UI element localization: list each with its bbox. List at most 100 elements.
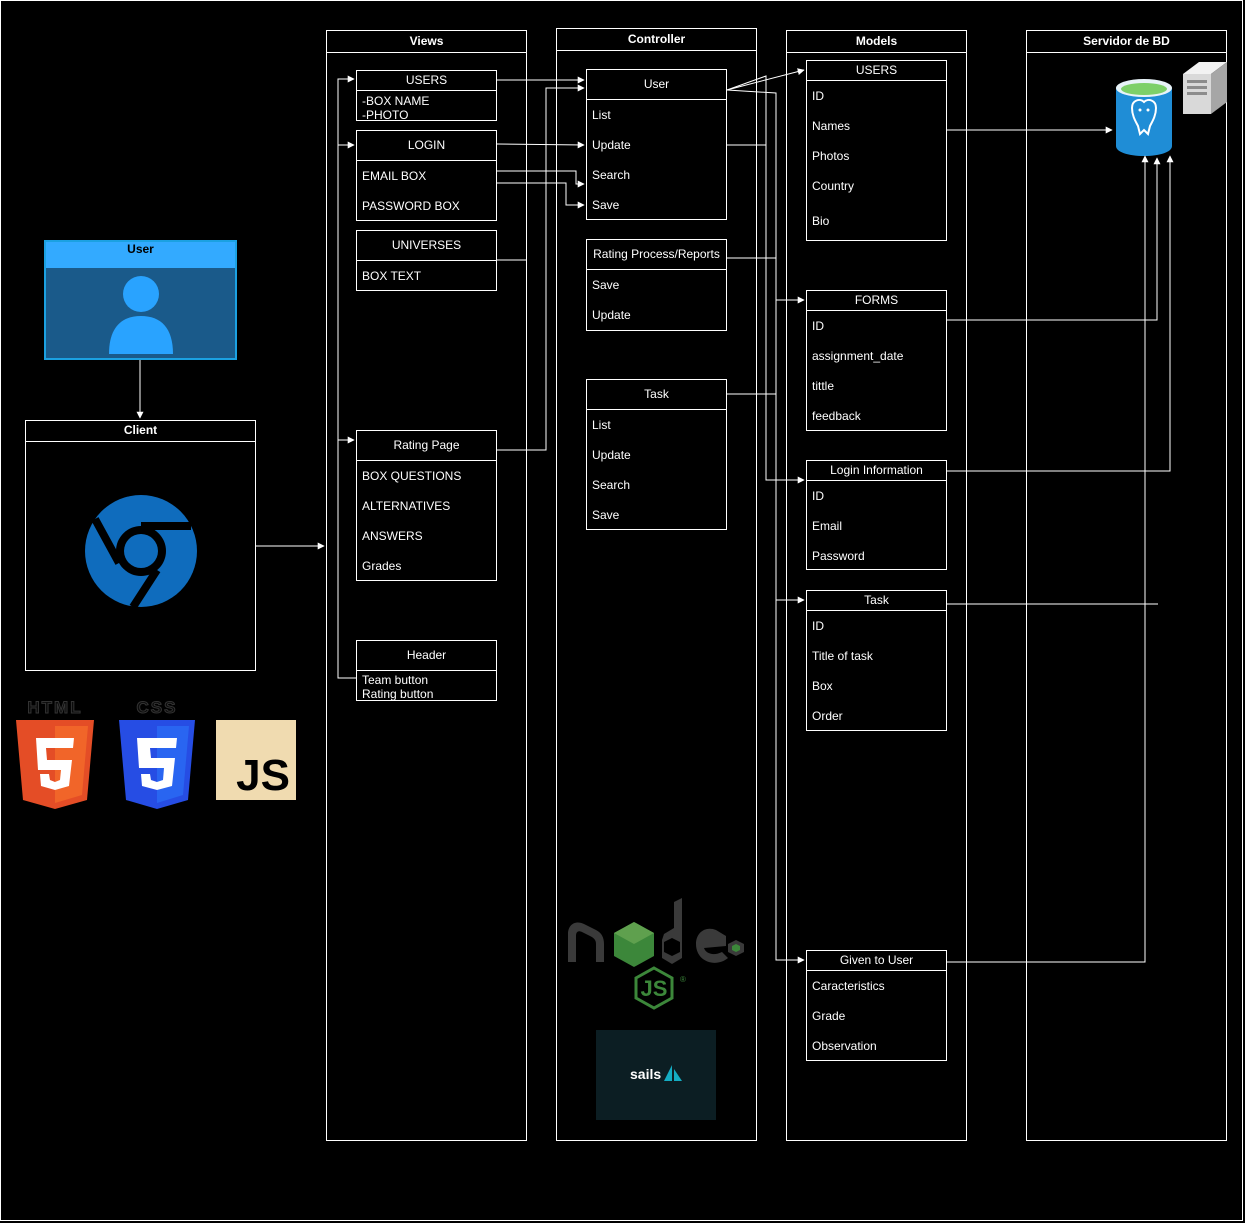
controller-rating-row: Update [592,308,631,322]
view-rating-page-row: ALTERNATIVES [362,499,451,513]
model-forms-row: ID [812,319,824,333]
html-logo-text: HTML [27,698,83,718]
controller-task: Task List Update Search Save [586,379,727,530]
svg-text:JS: JS [641,976,668,1001]
model-users-row: Country [812,179,855,193]
nodejs-logo: JS ® [568,898,744,1010]
model-login-info-row: ID [812,489,824,503]
connector [497,182,585,209]
connector [496,141,585,149]
controller-lane: Controller [556,28,757,1141]
sails-logo-text: sails [630,1066,662,1082]
models-lane-title: Models [787,31,966,53]
controller-user-row: Search [592,168,631,182]
connector [947,155,1174,472]
model-users-title: USERS [807,61,946,81]
view-rating-page-row: Grades [362,559,402,573]
view-users: USERS -BOX NAME -PHOTO [356,70,497,122]
model-given-to-user: Given to User Caracteristics Grade Obser… [806,950,947,1061]
view-universes-row: BOX TEXT [362,269,422,283]
model-task-row: Order [812,709,843,723]
connector [726,89,805,964]
controller-task-row: Save [592,508,620,522]
model-given-to-user-title: Given to User [807,951,946,971]
view-users-row: -PHOTO [362,108,409,122]
server-icon [1183,62,1227,114]
model-forms-row: tittle [812,379,835,393]
controller-task-row: Update [592,448,631,462]
model-forms-title: FORMS [807,291,946,311]
sails-sail-icon [664,1065,682,1081]
connector [726,75,805,484]
model-forms: FORMS ID assignment_date tittle feedback [806,290,947,431]
model-login-info-row: Password [812,549,865,563]
user-silhouette-icon [109,276,173,354]
model-users-row: Photos [812,149,850,163]
controller-task-title: Task [587,380,726,410]
chrome-icon [85,495,197,609]
controller-lane-title: Controller [557,29,756,51]
db-lane: Servidor de BD [1026,30,1227,1141]
html5-icon: HTML [14,698,96,812]
controller-user-row: Update [592,138,631,152]
model-task-row: Title of task [812,649,873,663]
connector [337,75,356,679]
model-users-row: Names [812,119,851,133]
css-logo-text: CSS [136,698,178,718]
view-login-row: EMAIL BOX [362,169,427,183]
view-users-title: USERS [357,71,496,91]
view-login-row: PASSWORD BOX [362,199,460,213]
js-logo-text: JS [236,751,290,800]
svg-text:®: ® [680,975,686,984]
views-lane: Views [326,30,527,1141]
controller-task-row: Search [592,478,631,492]
controller-rating: Rating Process/Reports Save Update [586,239,727,331]
views-lane-title: Views [327,31,526,53]
model-task-row: Box [812,679,833,693]
view-rating-page-row: ANSWERS [362,529,423,543]
controller-user-title: User [587,70,726,100]
model-given-to-user-row: Grade [812,1009,846,1023]
connector [497,84,585,451]
model-forms-row: assignment_date [812,349,904,363]
controller-task-row: List [592,418,611,432]
controller-user-row: List [592,108,611,122]
model-users-row: ID [812,89,824,103]
connector [497,170,585,188]
view-rating-page-row: BOX QUESTIONS [362,469,462,483]
view-header: Header Team button Rating button [356,640,497,701]
js-icon: JS [216,720,296,800]
controller-user: User List Update Search Save [586,69,727,220]
models-lane: Models [786,30,967,1141]
user-actor-title: User [46,242,235,268]
view-header-row: Rating button [362,687,434,701]
model-users-row: Bio [812,214,830,228]
model-login-info-row: Email [812,519,843,533]
user-actor: User [44,240,237,360]
view-login: LOGIN EMAIL BOX PASSWORD BOX [356,130,497,221]
model-login-info: Login Information ID Email Password [806,460,947,570]
model-given-to-user-row: Caracteristics [812,979,885,993]
sails-logo: sails [596,1030,716,1120]
model-users: USERS ID Names Photos Country Bio [806,60,947,241]
connector [947,155,1149,963]
model-login-info-title: Login Information [807,461,946,481]
view-rating-page-title: Rating Page [357,431,496,461]
view-universes: UNIVERSES BOX TEXT [356,230,497,291]
view-universes-title: UNIVERSES [357,231,496,261]
model-task-title: Task [807,591,946,611]
view-header-row: Team button [362,673,429,687]
view-users-row: -BOX NAME [362,94,430,108]
view-login-title: LOGIN [357,131,496,161]
db-lane-title: Servidor de BD [1027,31,1226,53]
controller-user-row: Save [592,198,620,212]
model-given-to-user-row: Observation [812,1039,877,1053]
client-title: Client [26,421,255,442]
connector [947,157,1161,321]
css3-icon: CSS [117,698,197,812]
model-forms-row: feedback [812,409,861,423]
controller-rating-title: Rating Process/Reports [587,240,726,270]
view-rating-page: Rating Page BOX QUESTIONS ALTERNATIVES A… [356,430,497,581]
